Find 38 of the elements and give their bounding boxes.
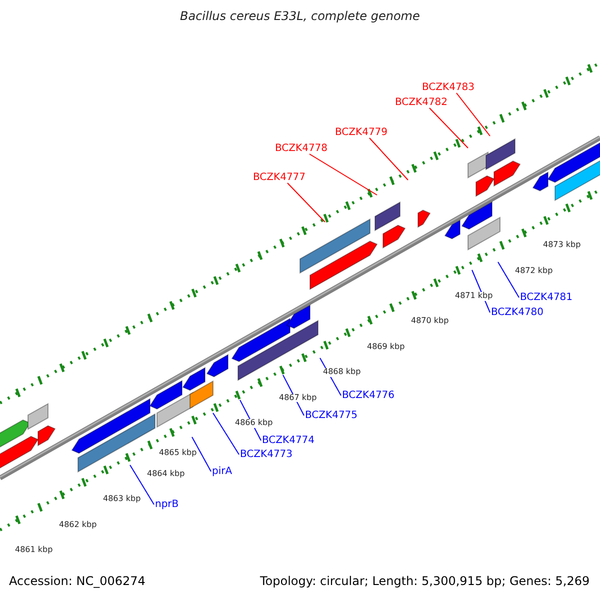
position-label: 4866 kbp: [234, 419, 274, 428]
gene-label: BCZK4782: [395, 97, 448, 108]
position-label: 4871 kbp: [454, 292, 494, 301]
gene-label: BCZK4775: [305, 410, 358, 421]
leader-line: [192, 436, 212, 472]
position-label: 4861 kbp: [14, 546, 54, 555]
leader-line: [286, 182, 326, 222]
gene-label: BCZK4781: [520, 292, 573, 303]
genome-summary-text: Topology: circular; Length: 5,300,915 bp; Genes: 5,269: [260, 575, 590, 588]
gene-label: BCZK4776: [342, 390, 395, 401]
position-label: 4862 kbp: [58, 520, 98, 530]
position-label: 4865 kbp: [158, 449, 198, 458]
position-label: 4867 kbp: [278, 394, 318, 402]
leader-line: [368, 138, 408, 180]
accession-text: Accession: NC_006274: [9, 575, 146, 588]
gene-label: BCZK4780: [491, 307, 544, 318]
position-label: 4869 kbp: [366, 342, 406, 352]
leader-line: [498, 262, 520, 298]
gene-label: BCZK4777: [253, 172, 306, 183]
leader-line: [428, 108, 468, 148]
position-label: 4870 kbp: [410, 317, 450, 326]
gene-label: nprB: [155, 499, 179, 510]
gene-label: BCZK4773: [240, 449, 293, 460]
position-label: 4873 kbp: [542, 241, 582, 250]
position-label: 4863 kbp: [102, 495, 142, 504]
gene-label: BCZK4778: [275, 143, 328, 154]
leader-line: [212, 412, 240, 455]
leader-line: [130, 464, 154, 505]
leader-line: [308, 154, 378, 196]
gene-label: BCZK4779: [335, 127, 388, 138]
gene-label: pirA: [212, 466, 232, 477]
position-label: 4872 kbp: [514, 266, 554, 276]
gene-label: BCZK4783: [422, 82, 475, 93]
position-label: 4864 kbp: [146, 470, 186, 479]
position-label: 4868 kbp: [322, 368, 362, 377]
gene-label: BCZK4774: [262, 435, 315, 446]
title: Bacillus cereus E33L, complete genome: [180, 10, 420, 24]
leader-line: [456, 92, 490, 136]
